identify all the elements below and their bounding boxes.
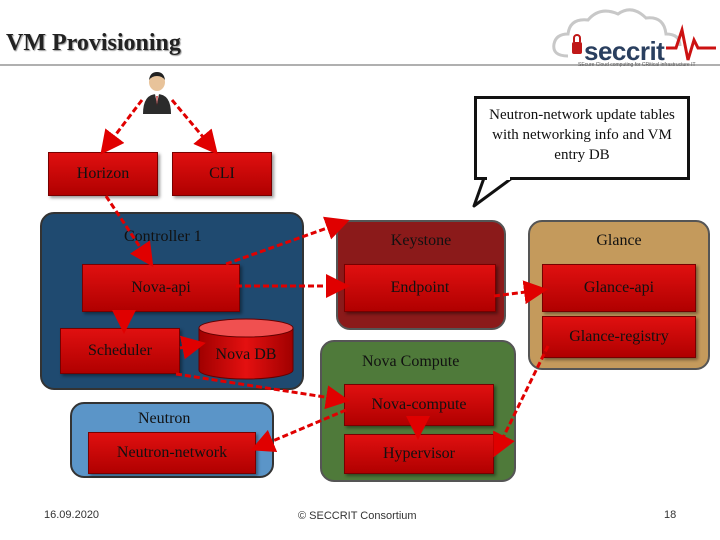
arrow-novaapi-keystone: [225, 216, 350, 266]
arrow-glance-hypervisor: [493, 345, 550, 458]
glance-api-box: Glance-api: [542, 264, 696, 312]
footer-page-number: 18: [664, 509, 677, 521]
arrow-novacompute-neutron: [250, 408, 347, 453]
nova-compute-group-label: Nova Compute: [362, 353, 460, 370]
glance-registry-box: Glance-registry: [542, 316, 696, 358]
horizon-box: Horizon: [48, 152, 158, 196]
arrow-horizon-novaapi: [104, 195, 154, 267]
keystone-label: Keystone: [390, 232, 452, 249]
cloud-logo-icon: [552, 8, 716, 61]
nova-compute-box: Nova-compute: [344, 384, 494, 426]
nova-db-cylinder: [198, 318, 294, 380]
nova-api-box: Nova-api: [82, 264, 240, 312]
arrow-scheduler-novadb: [179, 335, 206, 360]
footer-date: 16.09.2020: [44, 509, 100, 521]
title-underline: [0, 64, 720, 66]
arrow-endpoint-glance: [493, 280, 548, 305]
glance-label: Glance: [596, 232, 642, 249]
cli-box: CLI: [172, 152, 272, 196]
callout-note: Neutron-network update tables with netwo…: [474, 96, 690, 180]
neutron-network-box: Neutron-network: [88, 432, 256, 474]
footer-copyright: © SECCRIT Consortium: [298, 510, 417, 522]
arrow-scheduler-novacompute: [175, 372, 350, 410]
callout-tail-cover: [487, 176, 510, 180]
logo-wordmark: seccrit: [584, 36, 665, 66]
slide-title: VM Provisioning: [6, 30, 181, 56]
endpoint-box: Endpoint: [344, 264, 496, 312]
logo-tagline: SEcure Cloud computing for CRitical infr…: [578, 62, 696, 68]
arrow-user-horizon: [100, 99, 144, 155]
nova-db-label: Nova DB: [215, 346, 277, 363]
user-icon: [143, 72, 171, 114]
seccrit-logo: seccrit SEcure Cloud computing for CRiti…: [548, 4, 718, 70]
arrow-user-cli: [170, 99, 218, 155]
neutron-label: Neutron: [138, 410, 191, 427]
